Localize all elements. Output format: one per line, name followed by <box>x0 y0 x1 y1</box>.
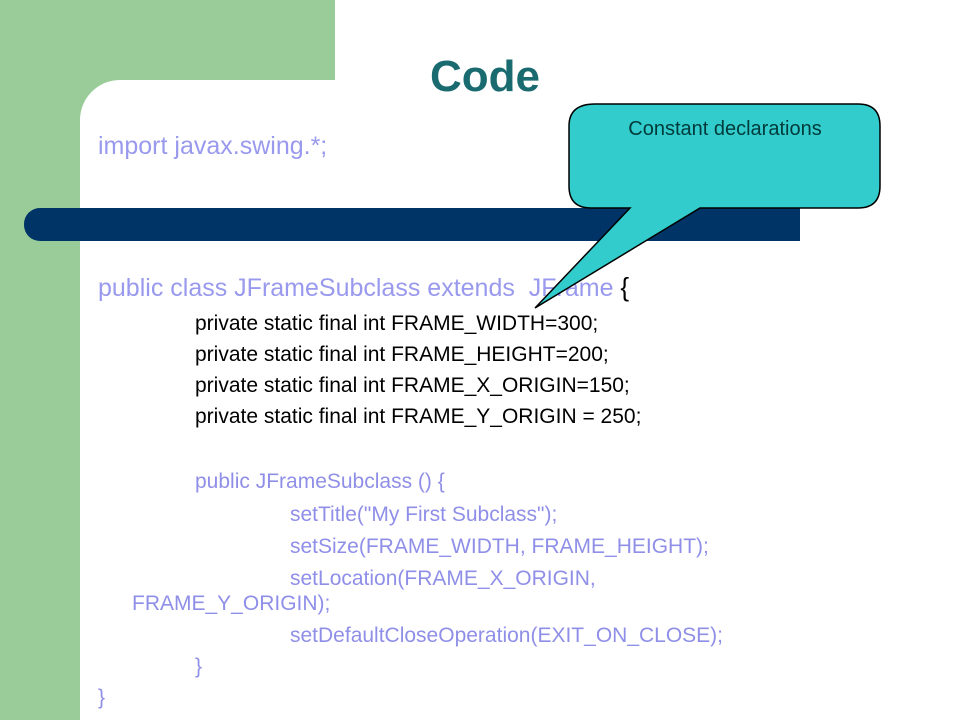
class-declaration-text: public class JFrameSubclass extends JFra… <box>98 274 621 302</box>
class-close-brace: } <box>98 686 106 709</box>
class-open-brace: { <box>620 272 630 302</box>
code-constructor: public JFrameSubclass () { <box>195 470 445 493</box>
constant-line: private static final int FRAME_HEIGHT=20… <box>195 343 609 366</box>
callout-label: Constant declarations <box>628 118 822 140</box>
constant-line: private static final int FRAME_Y_ORIGIN … <box>195 405 642 428</box>
code-import-line: import javax.swing.*; <box>98 132 328 160</box>
code-body-line: FRAME_Y_ORIGIN); <box>132 592 331 615</box>
code-body-line: setTitle("My First Subclass"); <box>290 503 558 526</box>
constructor-close-brace: } <box>195 655 203 678</box>
code-body-line: setSize(FRAME_WIDTH, FRAME_HEIGHT); <box>290 535 709 558</box>
slide-title: Code <box>430 52 540 101</box>
code-class-declaration: public class JFrameSubclass extends JFra… <box>98 272 629 303</box>
constant-line: private static final int FRAME_X_ORIGIN=… <box>195 374 630 397</box>
code-body-line: setLocation(FRAME_X_ORIGIN, <box>290 567 596 590</box>
code-body-line: setDefaultCloseOperation(EXIT_ON_CLOSE); <box>290 624 724 647</box>
accent-bar <box>24 208 800 241</box>
constant-line: private static final int FRAME_WIDTH=300… <box>195 312 599 335</box>
